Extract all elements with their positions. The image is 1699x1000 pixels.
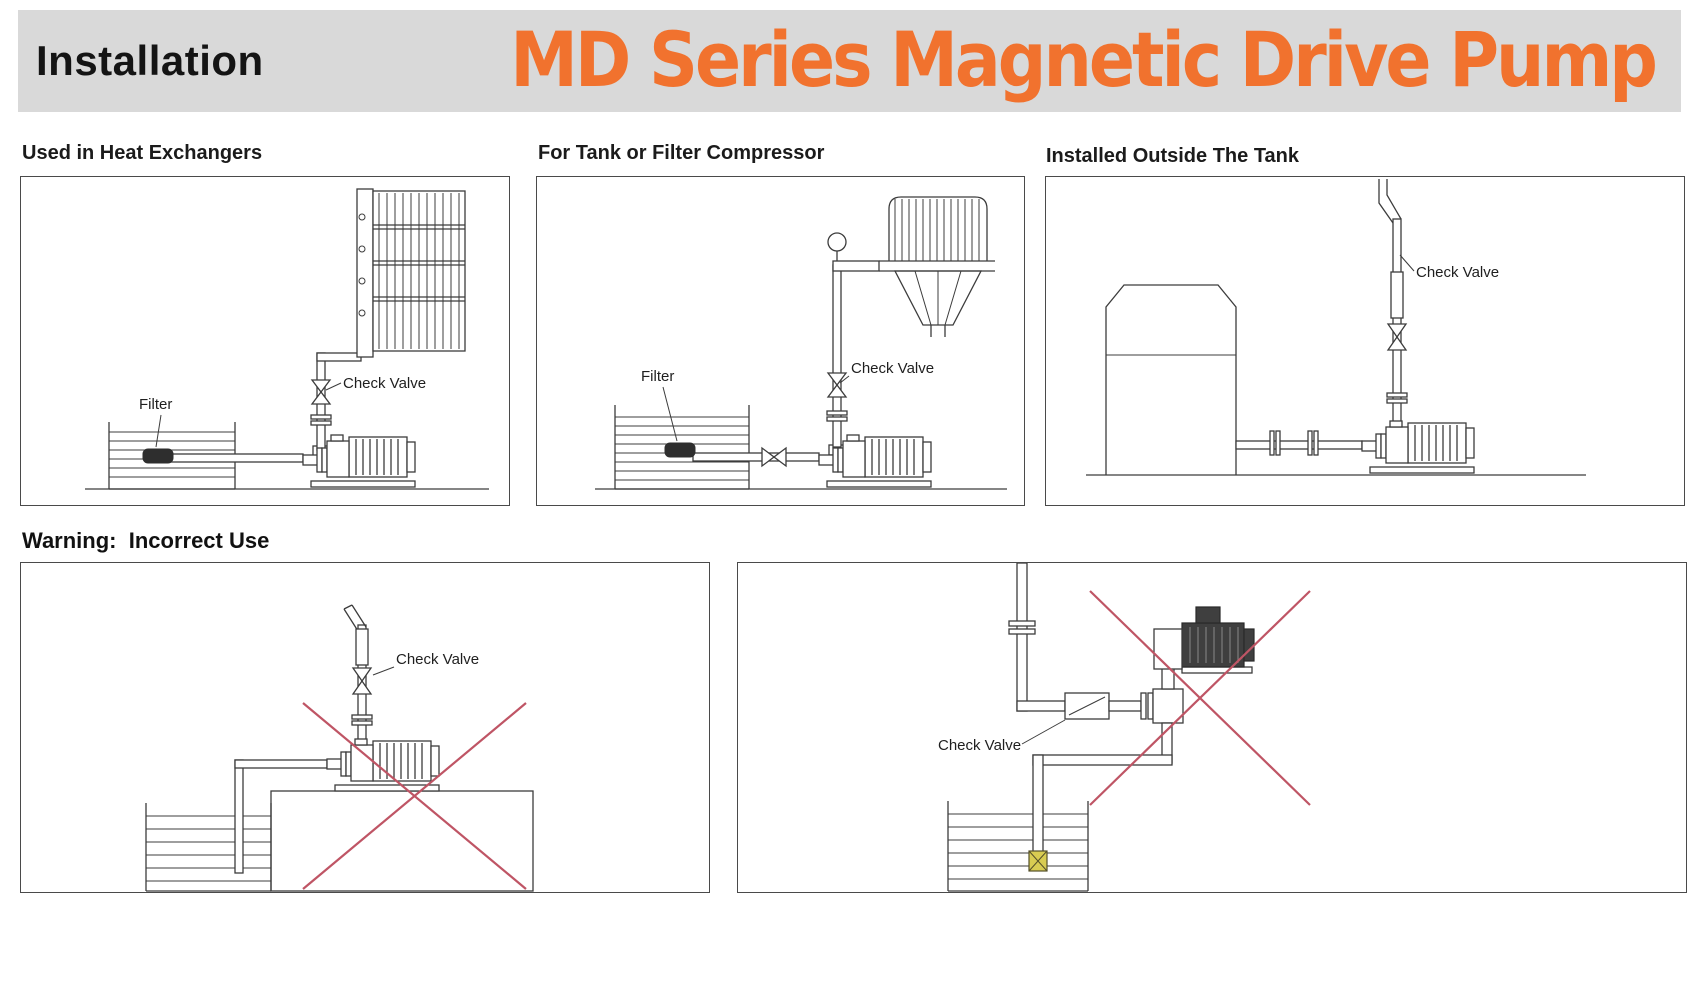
suction-pipe [170, 453, 304, 463]
suction-pipe [1235, 430, 1363, 456]
panel-outside-tank: Check Valve [1045, 176, 1685, 506]
filter-label: Filter [641, 368, 678, 442]
check-valve-symbol [310, 379, 332, 426]
check-valve-label-text: Check Valve [1416, 264, 1499, 281]
check-valve-label: Check Valve [325, 375, 426, 392]
error-cross [302, 702, 527, 890]
suction-valve-symbol [761, 446, 787, 468]
filter-label: Filter [139, 396, 172, 448]
suction-pipe [692, 452, 820, 462]
section-title-tank-filter-compressor: For Tank or Filter Compressor [538, 142, 825, 164]
section-title-heat-exchangers: Used in Heat Exchangers [22, 142, 263, 164]
supply-tank [108, 422, 236, 490]
warning-title: Warning: Incorrect Use [22, 528, 270, 553]
check-valve-label: Check Valve [1399, 254, 1499, 281]
filter-element [664, 442, 696, 458]
storage-tank [1105, 284, 1237, 475]
riser-pipe [828, 260, 880, 456]
pressure-gauge [827, 232, 847, 261]
panel-tank-filter-compressor: Filter Check Valve [536, 176, 1025, 506]
check-valve-label-text: Check Valve [851, 360, 934, 377]
check-valve-label-text: Check Valve [938, 737, 1021, 754]
pump-connection [1108, 666, 1184, 724]
incorrect-left-diagram: Check Valve [145, 604, 534, 892]
panel-incorrect-left: Check Valve [20, 562, 710, 893]
incorrect-right-diagram: Check Valve [938, 562, 1311, 892]
supply-tank [145, 803, 272, 892]
inlet-pipe [1008, 562, 1066, 712]
drop-pipe [1032, 722, 1173, 856]
error-cross [1089, 590, 1311, 806]
header-bar: Installation MD Series Magnetic Drive Pu… [18, 10, 1681, 112]
heat-exchanger-diagram: Filter Check Valve [85, 188, 489, 490]
filter-element [142, 448, 174, 464]
check-valve-symbol [1064, 692, 1110, 720]
outside-tank-diagram: Check Valve [1086, 179, 1586, 476]
check-valve-symbol [1386, 271, 1408, 404]
check-valve-label-text: Check Valve [343, 375, 426, 392]
check-valve-symbol [351, 628, 373, 726]
filter-label-text: Filter [641, 368, 674, 385]
check-valve-label: Check Valve [839, 360, 934, 384]
check-valve-label: Check Valve [938, 719, 1066, 754]
pump [1361, 420, 1475, 474]
section-title-outside-tank: Installed Outside The Tank [1046, 145, 1300, 167]
supply-tank [947, 801, 1089, 892]
tank-filter-compressor-diagram: Filter Check Valve [595, 196, 1007, 490]
pump [326, 738, 440, 792]
filter-compressor-unit [879, 196, 995, 337]
page-title: MD Series Magnetic Drive Pump [510, 15, 1658, 105]
heat-exchanger [356, 188, 466, 358]
foot-valve [1028, 850, 1048, 872]
panel-incorrect-right: Check Valve [737, 562, 1687, 893]
panel-heat-exchangers: Filter Check Valve [20, 176, 510, 506]
pump [1153, 606, 1255, 674]
check-valve-symbol [826, 372, 848, 422]
check-valve-label: Check Valve [372, 651, 479, 676]
filter-label-text: Filter [139, 396, 172, 413]
check-valve-label-text: Check Valve [396, 651, 479, 668]
page-section-label: Installation [36, 37, 264, 84]
